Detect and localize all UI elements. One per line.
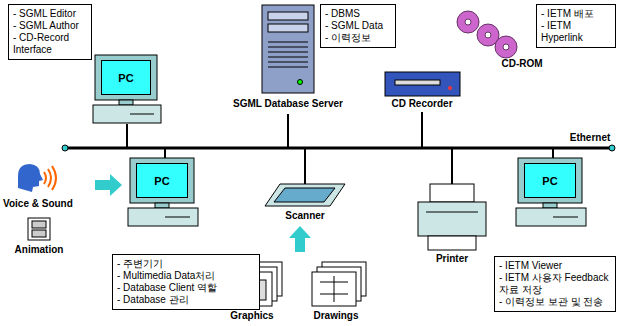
device-label: Scanner [285, 210, 324, 222]
bus-end [609, 145, 615, 151]
device-label: Printer [436, 253, 468, 265]
pc-screen: PC [101, 60, 151, 95]
pc-screen: PC [524, 163, 576, 198]
device-label: CD-ROM [501, 58, 542, 70]
printer [418, 184, 486, 250]
device-label: Drawings [313, 310, 358, 322]
callout-box: - SGML Editor- SGML Author- CD-Record In… [8, 4, 92, 60]
device-label: Graphics [230, 310, 273, 322]
callout-box: - IETM Viewer- IETM 사용자 Feedback 자료 저장- … [494, 256, 616, 312]
callout-box: - IETM 배포- IETM Hyperlink [536, 4, 616, 48]
pc-computer [516, 158, 586, 226]
ethernet-bus [65, 147, 612, 150]
callout-line: - 이력정보 보관 및 전송 [499, 296, 611, 308]
device-label: Ethernet [570, 132, 611, 144]
server-tower [262, 5, 314, 93]
input-arrow [289, 226, 311, 252]
callout-box: - 주변기기- Multimedia Data처리- Database Clie… [112, 254, 260, 310]
callout-line: - 주변기기 [117, 258, 255, 270]
cd-recorder [385, 72, 460, 96]
input-arrow [95, 174, 122, 196]
callout-line: - Database 관리 [117, 294, 255, 306]
bus-end [62, 145, 68, 151]
pc-computer [93, 55, 161, 123]
scanner [265, 184, 345, 206]
pc-label: PC [118, 72, 133, 84]
device-label: CD Recorder [391, 98, 452, 110]
callout-line: - DBMS [325, 8, 391, 20]
film-icon [28, 218, 50, 240]
device-label: Voice & Sound [3, 198, 73, 210]
callout-line: - IETM 사용자 Feedback 자료 저장 [499, 272, 611, 296]
cd-disc [457, 11, 517, 58]
callout-line: - Multimedia Data처리 [117, 270, 255, 282]
voice-icon [18, 164, 56, 192]
callout-line: - SGML Editor [13, 8, 87, 20]
drawing-sheets [312, 262, 366, 306]
pc-screen: PC [136, 163, 188, 198]
pc-computer [128, 158, 198, 226]
callout-line: - IETM 배포 [541, 8, 611, 20]
device-label: SGML Database Server [233, 98, 343, 110]
device-label: Animation [15, 244, 64, 256]
callout-line: - IETM Viewer [499, 260, 611, 272]
callout-line: - IETM Hyperlink [541, 20, 611, 44]
pc-label: PC [542, 175, 557, 187]
callout-line: - SGML Data [325, 20, 391, 32]
pc-label: PC [154, 175, 169, 187]
callout-box: - DBMS- SGML Data- 이력정보 [320, 4, 396, 48]
callout-line: - 이력정보 [325, 32, 391, 44]
callout-line: - SGML Author [13, 20, 87, 32]
callout-line: - Database Client 역할 [117, 282, 255, 294]
callout-line: - CD-Record Interface [13, 32, 87, 56]
